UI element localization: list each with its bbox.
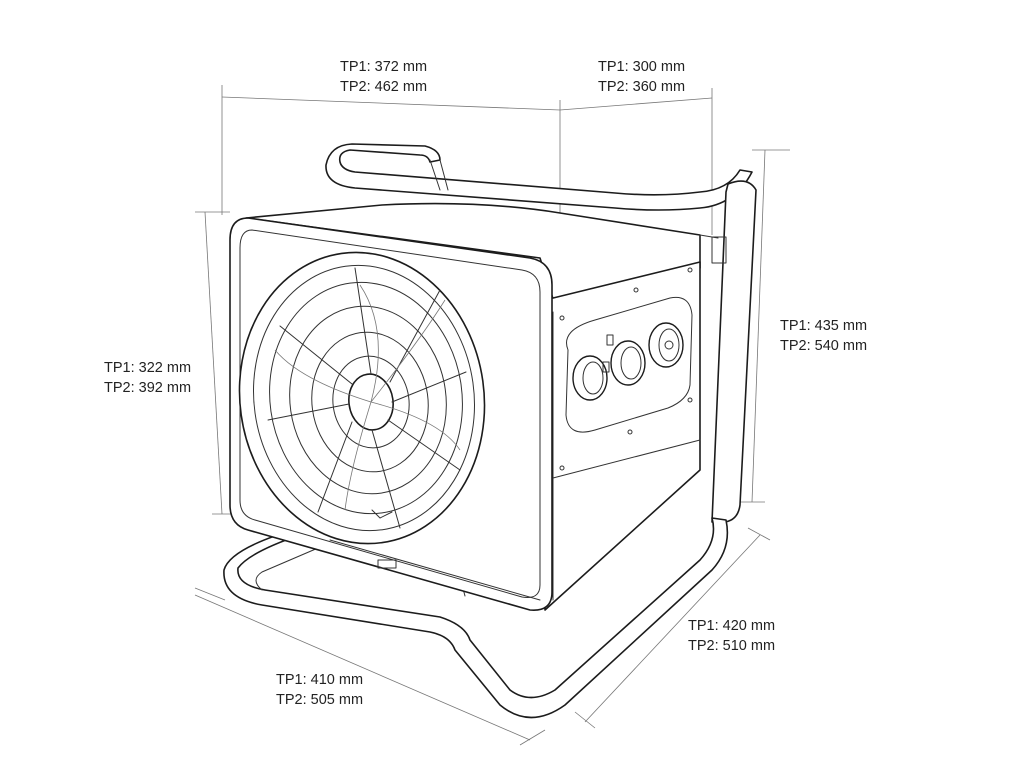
control-knobs [572, 322, 684, 401]
dim-total-height-tp1: TP1: 435 mm [780, 318, 868, 334]
knob-middle-icon [606, 334, 646, 386]
knob-right-icon [648, 322, 684, 368]
dim-base-depth: TP1: 420 mm TP2: 510 mm [688, 616, 775, 656]
tubular-frame [223, 143, 757, 719]
dim-top-depth: TP1: 300 mm TP2: 360 mm [598, 57, 685, 97]
dim-base-width-tp1: TP1: 410 mm [276, 672, 364, 688]
dim-base-depth-tp2: TP2: 510 mm [688, 638, 776, 654]
base-rail [329, 539, 541, 601]
dim-base-width: TP1: 410 mm TP2: 505 mm [276, 670, 363, 710]
dim-body-height-tp2: TP2: 392 mm [104, 380, 192, 396]
base-bracket [377, 559, 397, 569]
dimension-lines [194, 85, 790, 746]
dim-body-height-tp1: TP1: 322 mm [104, 360, 192, 376]
dim-total-height-tp2: TP2: 540 mm [780, 338, 868, 354]
dim-total-height: TP1: 435 mm TP2: 540 mm [780, 316, 867, 356]
dim-top-depth-tp2: TP2: 360 mm [598, 79, 686, 95]
dim-body-height: TP1: 322 mm TP2: 392 mm [104, 358, 191, 398]
fan-guard [238, 251, 486, 545]
dim-base-depth-tp1: TP1: 420 mm [688, 618, 776, 634]
knob-left-icon [572, 355, 610, 401]
dim-base-width-tp2: TP2: 505 mm [276, 692, 364, 708]
dim-top-width-tp1: TP1: 372 mm [340, 59, 428, 75]
dim-top-width: TP1: 372 mm TP2: 462 mm [340, 57, 427, 97]
dim-top-depth-tp1: TP1: 300 mm [598, 59, 686, 75]
dim-top-width-tp2: TP2: 462 mm [340, 79, 428, 95]
